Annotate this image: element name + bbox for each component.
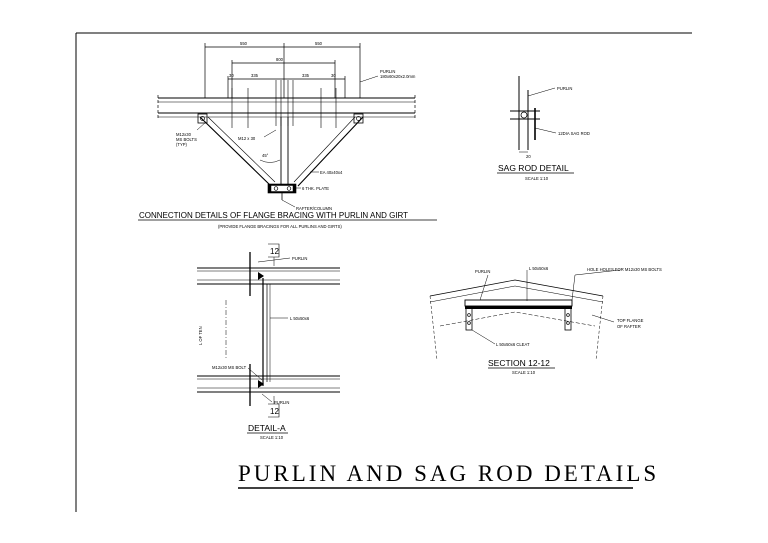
drawing-main-title: PURLIN AND SAG ROD DETAILS	[238, 461, 659, 486]
ea-label: EA 40x40x4	[320, 170, 343, 175]
section-flange-label-2: OF RAFTER	[617, 324, 641, 329]
bolts-label-1: M12x30	[176, 132, 192, 137]
rafter-label: RAFTER/COLUMN	[296, 206, 332, 211]
dim-550-right: 550	[315, 41, 323, 46]
detail-a-purlin-top: PURLIN	[292, 256, 307, 261]
connection-text: 550 550 800 30 335 335 30 PURLIN 180x60x…	[139, 41, 416, 229]
detail-a-marker-top: 12	[270, 247, 279, 256]
dim-550-left: 550	[240, 41, 248, 46]
connection-detail	[138, 43, 437, 221]
dim-30-left: 30	[229, 73, 234, 78]
section-purlin-label: PURLIN	[475, 269, 490, 274]
detail-a-text: 12 PURLIN L 50x50x6 L OF TEN M12x30 MS B…	[198, 247, 310, 440]
bolts-label-3: (TYP)	[176, 142, 188, 147]
connection-title: CONNECTION DETAILS OF FLANGE BRACING WIT…	[139, 211, 408, 220]
detail-a-title: DETAIL-A	[248, 423, 286, 433]
detail-a-side-label: L OF TEN	[198, 326, 203, 345]
sag-rod-title: SAG ROD DETAIL	[498, 163, 569, 173]
section-holes-label: HOLE HOLES FOR M12x30 MS BOLTS	[587, 267, 662, 272]
section-scale: SCALE 1:10	[512, 370, 536, 375]
dim-335-right: 335	[302, 73, 310, 78]
section-cleat-label: L 50x50x6 CLEAT	[496, 342, 530, 347]
detail-a-angle-label: L 50x50x6	[290, 316, 310, 321]
detail-a-purlin-bottom: PURLIN	[274, 400, 289, 405]
detail-a-scale: SCALE 1:10	[260, 435, 284, 440]
sag-purlin-label: PURLIN	[557, 86, 572, 91]
m12-label: M12 x 30	[238, 136, 256, 141]
dim-30-right: 30	[331, 73, 336, 78]
connection-note: (PROVIDE FLANGE BRACINGS FOR ALL PURLINS…	[218, 224, 342, 229]
sag-dim-20: 20	[526, 154, 531, 159]
section-flange-label-1: TOP FLANGE	[617, 318, 644, 323]
plate-label: 6 THK. PLATE	[302, 186, 329, 191]
sag-rod-text: PURLIN 12DIA SAG ROD 20 SAG ROD DETAIL S…	[498, 86, 590, 181]
angle-45-label: 45°	[262, 153, 269, 158]
section-title: SECTION 12-12	[488, 358, 550, 368]
section-text: PURLIN L 50x50x6 HOLE HOLES FOR M12x30 M…	[475, 266, 662, 375]
sag-rod-detail	[497, 76, 574, 174]
dim-800: 800	[276, 57, 284, 62]
purlin-label: PURLIN	[380, 69, 395, 74]
detail-a-marker-bottom: 12	[270, 407, 279, 416]
purlin-size-label: 180x60x20x2.0mm	[380, 74, 416, 79]
section-angle-label: L 50x50x6	[529, 266, 549, 271]
detail-a-bolt-label: M12x30 MS BOLT	[212, 365, 247, 370]
detail-a	[197, 243, 340, 434]
section-12-12	[429, 269, 621, 369]
bolts-label-2: MS BOLTS	[176, 137, 197, 142]
dim-335-left: 335	[251, 73, 259, 78]
sag-rod-scale: SCALE 1:10	[525, 176, 549, 181]
sag-rod-label: 12DIA SAG ROD	[558, 131, 590, 136]
